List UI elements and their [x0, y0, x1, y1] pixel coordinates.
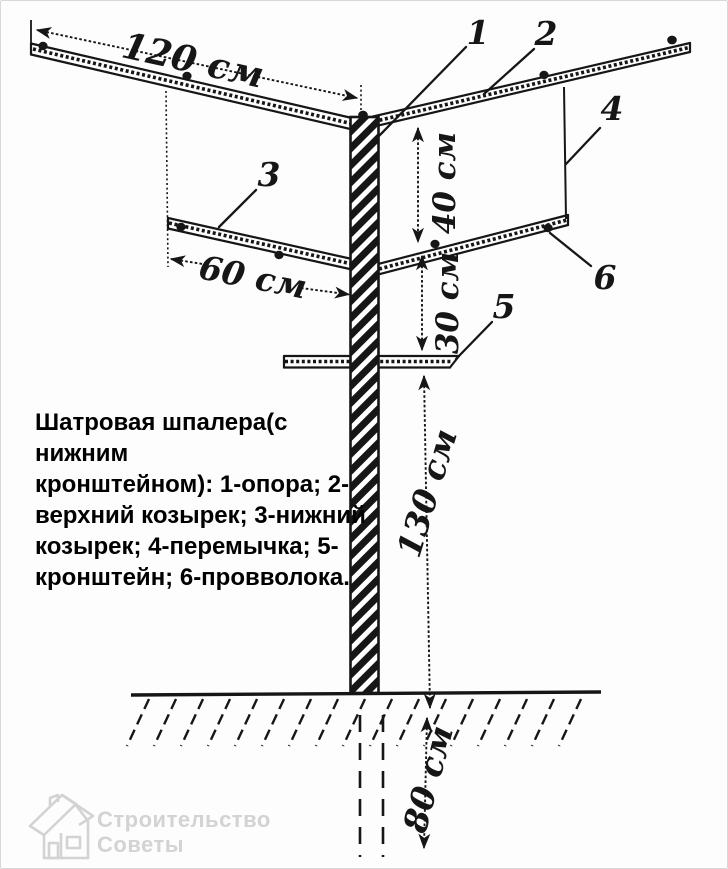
diagram-caption: Шатровая шпалера(с нижним кронштейном): …: [35, 407, 375, 593]
caption-line: верхний козырек; 3-нижний: [35, 502, 366, 529]
buried-post-dashed: [358, 715, 385, 857]
dim-label-80: 80 см: [395, 721, 461, 837]
wire-dots: [38, 35, 677, 260]
dim-line-60-left: [169, 255, 210, 268]
watermark-text-line2: Советы: [97, 832, 185, 857]
caption-line: козырек; 4-перемычка; 5-: [35, 533, 339, 560]
dim-line-60-right: [300, 286, 351, 299]
lower-visor-right-arm: [376, 213, 570, 276]
callout-3-lower-visor: 3: [258, 155, 281, 194]
watermark-text-line1: Строительство: [97, 807, 271, 832]
lower-visor-left-arm: [166, 216, 354, 271]
caption-line: кронштейном): 1-опора; 2-: [35, 471, 350, 498]
callout-2-upper-visor: 2: [534, 14, 558, 53]
dim-line-130: [418, 374, 436, 710]
crossbar-line: [563, 86, 567, 220]
upper-visor-right-arm: [371, 41, 692, 128]
support-post: [349, 115, 380, 695]
caption-line: Шатровая шпалера(с нижним: [35, 409, 288, 467]
dim-label-130: 130 см: [389, 424, 465, 561]
callout-5-bracket: 5: [493, 287, 516, 326]
dim-label-30: 30 см: [430, 252, 466, 354]
callout-6-wire: 6: [594, 258, 617, 297]
dim-line-120: [35, 27, 359, 101]
caption-line: кронштейн; 6-провволока.: [35, 564, 350, 591]
dim-line-80: [418, 716, 433, 850]
dim-label-40: 40 см: [427, 132, 463, 234]
callout-4-crossbar: 4: [601, 89, 624, 128]
callout-1-support: 1: [467, 13, 490, 52]
watermark-house-icon: [28, 793, 95, 860]
soil-hatching: [125, 698, 583, 747]
ground-line: [130, 690, 602, 697]
dimension-lines: [35, 27, 436, 850]
callout-leaders: [217, 45, 602, 361]
